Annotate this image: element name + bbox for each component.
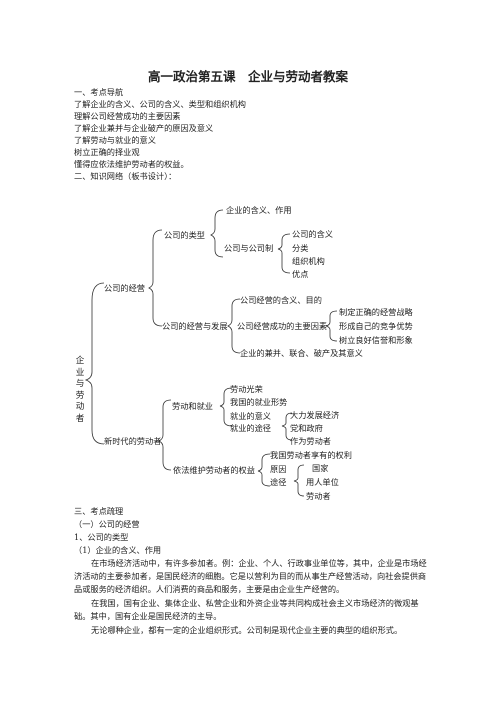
node-ops-dev: 公司的经营与发展 bbox=[162, 321, 228, 331]
node-sf-item: 树立良好信誉和形象 bbox=[339, 335, 413, 345]
node-new-workers: 新时代的劳动者 bbox=[104, 436, 162, 446]
company-ops-brace bbox=[148, 229, 163, 327]
node-enterprise-def: 企业的含义、作用 bbox=[226, 205, 292, 215]
node-rights: 依法维护劳动者的权益 bbox=[173, 465, 255, 475]
body-paragraph: 在市场经济活动中，有许多参加者。例：企业、个人、行政事业单位等，其中，企业是市场… bbox=[74, 558, 427, 594]
section1-item: 了解企业的含义、公司的含义、类型和组织机构 bbox=[74, 99, 246, 109]
node-le-item: 就业的意义 bbox=[230, 411, 271, 421]
section3-sub1-1-1: （1）企业的含义、作用 bbox=[74, 545, 162, 555]
page-title: 高一政治第五课 企业与劳动者教案 bbox=[147, 69, 348, 84]
node-rights-item: 我国劳动者享有的权利 bbox=[270, 450, 352, 460]
node-labor-employment: 劳动和就业 bbox=[172, 401, 213, 411]
section3-sub1-1: 1、公司的类型 bbox=[74, 532, 129, 542]
employ-paths-brace bbox=[281, 412, 293, 441]
node-employ-path: 大力发展经济 bbox=[290, 410, 340, 420]
node-path-item: 劳动者 bbox=[306, 491, 331, 501]
success-factors-brace bbox=[325, 310, 338, 342]
node-path-item: 国家 bbox=[312, 463, 329, 473]
node-company-system: 公司与公司制 bbox=[224, 243, 274, 253]
body-paragraph: 无论哪种企业，都有一定的企业组织形式。公司制是现代企业主要的典型的组织形式。 bbox=[91, 625, 403, 635]
section3-heading: 三、考点疏理 bbox=[74, 506, 124, 516]
section1-item: 懂得应依法维护劳动者的权益。 bbox=[74, 159, 189, 169]
labor-employment-brace bbox=[219, 387, 233, 427]
node-rights-item: 原因 bbox=[270, 464, 287, 474]
node-le-item: 劳动光荣 bbox=[230, 384, 263, 394]
section3-sub1: （一）公司的经营 bbox=[74, 519, 140, 529]
new-workers-brace bbox=[158, 399, 172, 471]
node-sf-item: 形成自己的竞争优势 bbox=[339, 321, 413, 331]
section1-item: 了解企业兼并与企业破产的原因及意义 bbox=[74, 123, 214, 133]
node-cs-item: 分类 bbox=[292, 243, 309, 253]
section1-item: 了解劳动与就业的意义 bbox=[74, 135, 156, 145]
node-ops-meaning: 公司经营的含义、目的 bbox=[240, 295, 322, 305]
company-types-brace bbox=[210, 209, 224, 258]
node-rights-item: 途径 bbox=[270, 477, 287, 487]
node-le-item: 就业的途径 bbox=[230, 423, 271, 433]
node-merger: 企业的兼并、联合、破产及其意义 bbox=[240, 348, 363, 358]
section2-heading: 二、知识网络（板书设计）： bbox=[74, 171, 177, 181]
node-cs-item: 组织机构 bbox=[292, 256, 325, 266]
node-cs-item: 公司的含义 bbox=[292, 229, 333, 239]
node-path-item: 用人单位 bbox=[306, 477, 339, 487]
node-employ-path: 作为劳动者 bbox=[290, 436, 331, 446]
node-company-ops: 公司的经营 bbox=[104, 283, 145, 293]
node-company-types: 公司的类型 bbox=[164, 230, 205, 240]
tree-root: 企业与 劳动者 bbox=[75, 356, 85, 424]
node-le-item: 我国的就业形势 bbox=[230, 397, 288, 407]
rights-brace bbox=[257, 453, 271, 487]
section1-item: 树立正确的择业观 bbox=[74, 147, 140, 157]
company-system-brace bbox=[277, 233, 291, 274]
node-employ-path: 党和政府 bbox=[290, 423, 323, 433]
root-brace bbox=[84, 282, 105, 445]
ops-dev-brace bbox=[227, 298, 241, 354]
body-paragraph: 在我国，国有企业、集体企业、私营企业和外资企业等共同构成社会主义市场经济的微观基… bbox=[74, 598, 419, 621]
node-success-factors: 公司经营成功的主要因素 bbox=[237, 321, 328, 331]
node-sf-item: 制定正确的经营战略 bbox=[339, 307, 413, 317]
node-cs-item: 优点 bbox=[292, 269, 309, 279]
path-brace bbox=[293, 464, 305, 497]
section1-item: 理解公司经营成功的主要因素 bbox=[74, 111, 181, 121]
section1-heading: 一、考点导航 bbox=[74, 87, 124, 97]
